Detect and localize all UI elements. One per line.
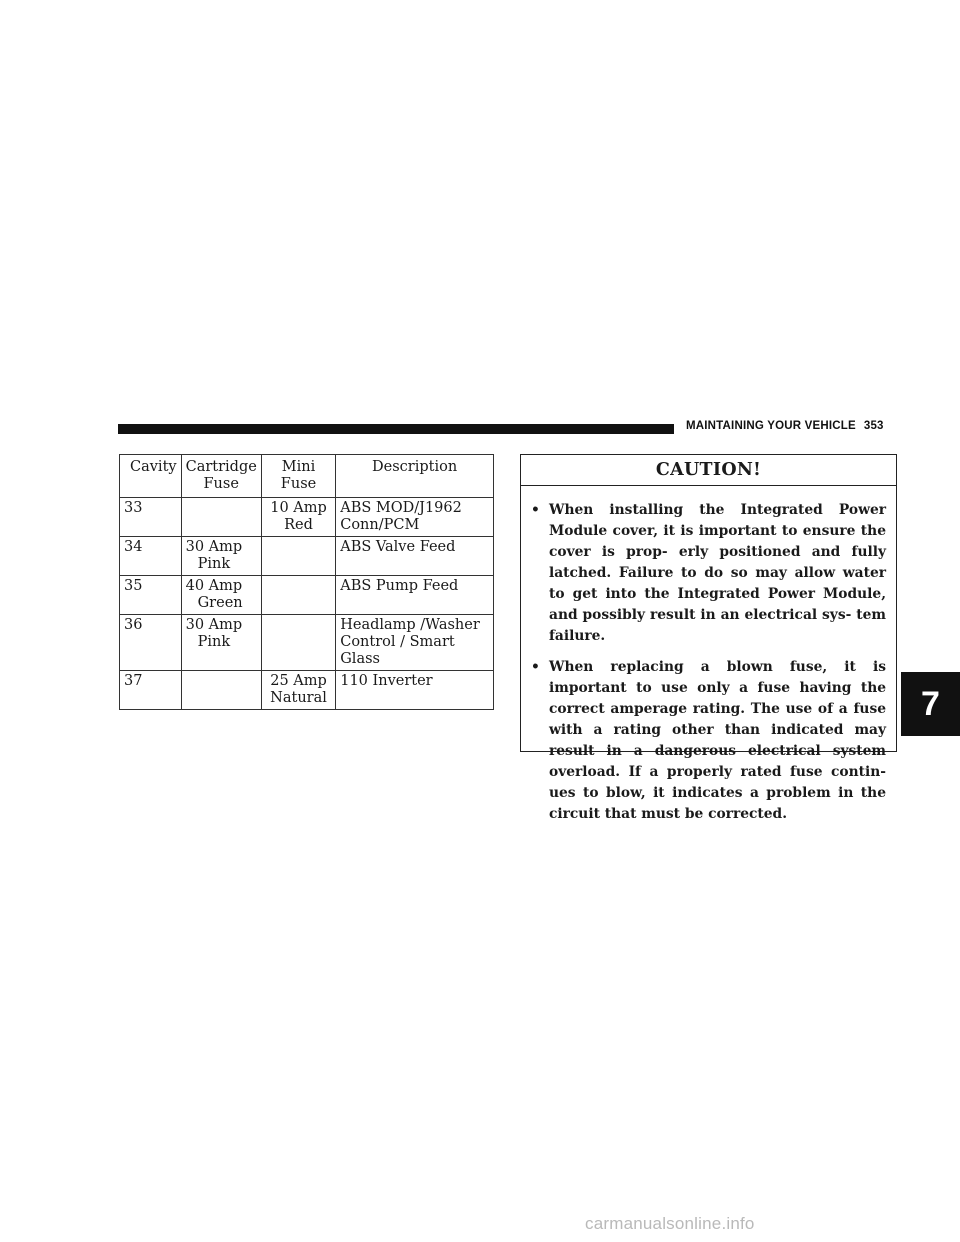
cell-description: 110 Inverter (335, 670, 494, 710)
caution-title: CAUTION! (521, 455, 896, 486)
cell-mini (260, 575, 337, 615)
section-title: MAINTAINING YOUR VEHICLE (686, 420, 856, 432)
chapter-tab: 7 (901, 672, 960, 736)
header-rule (118, 424, 674, 434)
cell-cartridge (180, 670, 262, 710)
caution-box: CAUTION! •When installing the Integrated… (520, 454, 897, 822)
caution-item: •When installing the Integrated Power Mo… (531, 502, 886, 644)
running-header: MAINTAINING YOUR VEHICLE 353 (686, 420, 884, 432)
cell-description: ABS Valve Feed (335, 536, 494, 576)
column-header-cavity: Cavity (119, 454, 182, 498)
watermark: carmanualsonline.info (585, 1214, 755, 1233)
caution-item: •When replacing a blown fuse, it is impo… (531, 659, 886, 822)
caution-list: •When installing the Integrated Power Mo… (521, 486, 896, 825)
cell-cavity: 35 (119, 575, 182, 615)
page-number: 353 (863, 420, 884, 432)
cell-mini (260, 614, 337, 671)
column-header-description: Description (335, 454, 494, 498)
cell-mini (260, 536, 337, 576)
bullet-icon: • (531, 502, 540, 518)
cell-description: ABS Pump Feed (335, 575, 494, 615)
cell-cavity: 36 (119, 614, 182, 671)
cell-cartridge (180, 497, 262, 537)
cell-cavity: 34 (119, 536, 182, 576)
cell-cavity: 33 (119, 497, 182, 537)
bullet-icon: • (531, 659, 540, 675)
cell-cavity: 37 (119, 670, 182, 710)
